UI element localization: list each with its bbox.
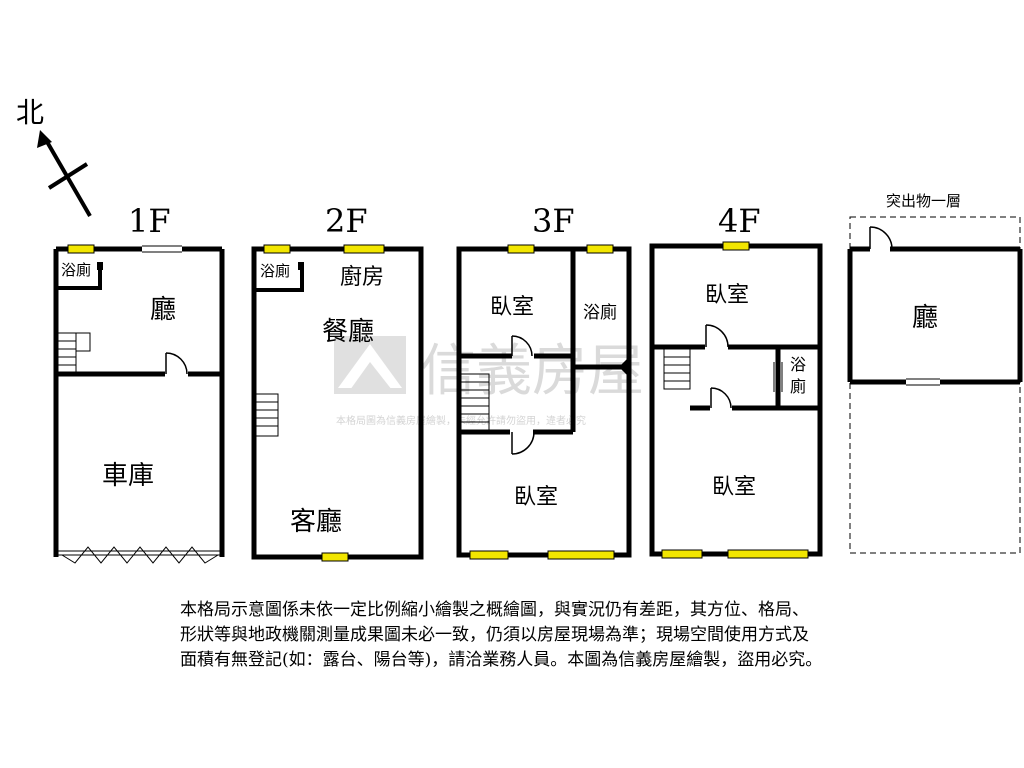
floor-rooftop: 突出物一層 廳 <box>847 192 1023 554</box>
floor-title: 1F <box>128 202 171 240</box>
room-label: 餐廳 <box>322 317 374 347</box>
room-label: 客廳 <box>290 507 342 537</box>
disclaimer-line: 形狀等與地政機關測量成果圖未必一致，仍須以房屋現場為準；現場空間使用方式及 <box>180 625 809 645</box>
door-icon <box>511 335 533 357</box>
floor-3f: 3F <box>456 202 632 560</box>
door-icon <box>773 362 783 392</box>
disclaimer-text: 本格局示意圖係未依一定比例縮小繪製之概繪圖，與實況仍有差距，其方位、格局、 形狀… <box>180 598 980 673</box>
room-label: 廚房 <box>340 265 384 290</box>
floor-title: 3F <box>532 202 575 240</box>
north-arrow-icon <box>37 130 92 218</box>
window <box>727 549 809 559</box>
disclaimer-line: 本格局示意圖係未依一定比例縮小繪製之概繪圖，與實況仍有差距，其方位、格局、 <box>180 600 809 620</box>
compass-label: 北 <box>16 96 44 129</box>
window <box>722 241 750 251</box>
window <box>507 244 535 254</box>
door-icon <box>705 324 729 348</box>
room-label: 廁 <box>790 377 806 396</box>
floor-walls <box>456 246 632 558</box>
door-icon <box>142 245 182 253</box>
window <box>263 244 291 254</box>
window <box>343 244 385 254</box>
garage-door-icon <box>56 546 222 564</box>
door-icon <box>165 352 188 375</box>
floor-4f: 4F 臥室 浴 <box>649 202 823 559</box>
door-icon <box>511 431 535 455</box>
floor-2f: 2F 浴廁 廚房 餐廳 客廳 <box>251 202 424 562</box>
watermark-brand: 信義房屋 <box>420 339 644 404</box>
floor-1f: 1F <box>53 202 225 564</box>
window <box>469 550 509 560</box>
stairs-icon <box>460 373 490 431</box>
disclaimer-line: 面積有無登記(如：露台、陽台等)，請洽業務人員。本圖為信義房屋繪製，盜用必究。 <box>180 650 823 670</box>
stairs-icon <box>55 332 91 374</box>
stairs-icon <box>663 348 691 390</box>
window <box>547 550 615 560</box>
room-label: 浴廁 <box>61 261 91 279</box>
room-label: 車庫 <box>102 461 154 491</box>
room-label: 臥室 <box>712 475 756 500</box>
door-icon <box>592 359 627 375</box>
room-label: 廳 <box>912 303 938 333</box>
building-outline <box>849 216 1021 554</box>
room-label: 臥室 <box>514 485 558 510</box>
room-label: 廳 <box>150 295 176 325</box>
bathroom-walls <box>254 262 304 292</box>
floor-title: 4F <box>718 202 761 240</box>
floor-walls <box>847 246 1023 385</box>
room-label: 浴廁 <box>260 262 290 280</box>
floor-title: 2F <box>325 202 368 240</box>
window <box>321 552 349 562</box>
window <box>661 549 703 559</box>
stairs-icon <box>255 393 279 437</box>
window <box>586 244 614 254</box>
window <box>67 244 95 254</box>
door-icon <box>710 387 732 409</box>
room-label: 臥室 <box>705 283 749 308</box>
door-icon <box>906 378 940 386</box>
room-label: 浴廁 <box>583 302 617 323</box>
floor-walls <box>53 246 225 557</box>
door-icon <box>869 226 893 250</box>
watermark-logo-icon <box>334 336 406 394</box>
bathroom-walls <box>56 262 103 290</box>
room-label: 浴 <box>790 355 806 374</box>
floor-title: 突出物一層 <box>886 192 961 210</box>
room-label: 臥室 <box>490 295 534 320</box>
